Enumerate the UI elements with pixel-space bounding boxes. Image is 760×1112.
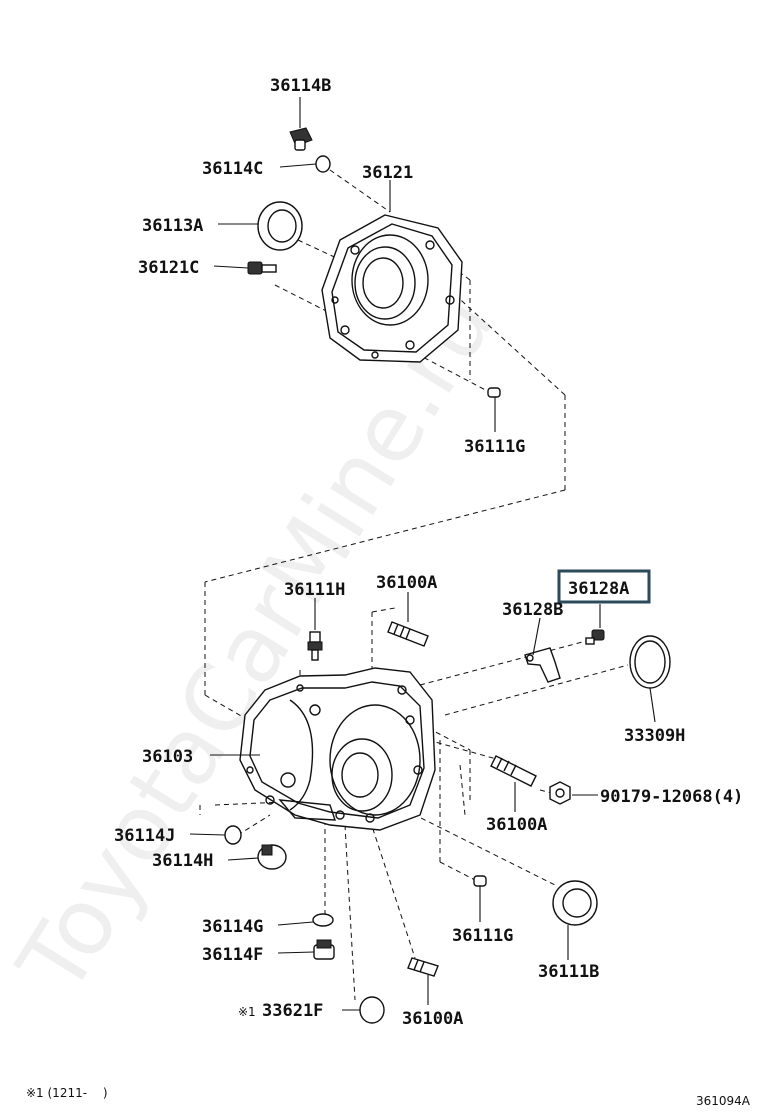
label-36111H[interactable]: 36111H: [284, 580, 345, 600]
label-36128B[interactable]: 36128B: [502, 600, 563, 620]
label-36114G[interactable]: 36114G: [202, 917, 263, 937]
label-36114H[interactable]: 36114H: [152, 851, 213, 871]
label-36114J[interactable]: 36114J: [114, 826, 175, 846]
breather-36111H: [307, 631, 323, 661]
plug-36114H: [257, 844, 287, 870]
washer-36114C: [315, 155, 331, 173]
label-36111G-top[interactable]: 36111G: [464, 437, 525, 457]
leader-lines: [189, 97, 656, 1011]
label-36113A[interactable]: 36113A: [142, 216, 203, 236]
label-36121[interactable]: 36121: [362, 163, 413, 183]
label-33621F[interactable]: 33621F: [262, 1001, 323, 1021]
label-36103[interactable]: 36103: [142, 747, 193, 767]
label-36100A-top[interactable]: 36100A: [376, 573, 437, 593]
plug-36114B: [289, 127, 313, 151]
plug-36114F: [313, 939, 335, 960]
seal-33309H: [629, 635, 671, 689]
nut-90179-12068: [549, 781, 571, 805]
bracket-36128B: [524, 647, 561, 683]
diagram-code: 361094A: [696, 1094, 751, 1108]
highlight-box-36128A: [557, 569, 651, 604]
pin-36111G-top: [487, 387, 501, 398]
washer-36114J: [224, 825, 242, 845]
label-36111B[interactable]: 36111B: [538, 962, 599, 982]
oil-seal-36111B: [552, 880, 598, 926]
footer-note: ※1 (1211- ): [26, 1086, 108, 1100]
label-36114C[interactable]: 36114C: [202, 159, 263, 179]
label-36121C[interactable]: 36121C: [138, 258, 199, 278]
oil-seal-36113A: [257, 201, 303, 251]
transfer-case-36103: [239, 667, 436, 831]
extension-housing-36121: [321, 214, 463, 363]
pin-36111G-bottom: [473, 875, 487, 887]
washer-36114G: [312, 913, 334, 927]
watermark: ToyotaCarMine.ru: [0, 273, 515, 1012]
bolt-36128A: [585, 629, 605, 645]
label-36100A-mid[interactable]: 36100A: [486, 815, 547, 835]
label-36100A-bottom[interactable]: 36100A: [402, 1009, 463, 1029]
bolt-36121C: [247, 261, 277, 275]
stud-36100A-top: [387, 621, 429, 647]
stud-36100A-mid: [490, 755, 537, 787]
label-90179-12068[interactable]: 90179-12068(4): [600, 787, 743, 807]
label-36114F[interactable]: 36114F: [202, 945, 263, 965]
label-36111G-bottom[interactable]: 36111G: [452, 926, 513, 946]
label-33621F-mark: ※1: [238, 1005, 256, 1019]
label-36128A[interactable]: 36128A: [568, 579, 629, 599]
stud-36100A-bottom: [407, 957, 439, 977]
label-36114B[interactable]: 36114B: [270, 76, 331, 96]
o-ring-33621F: [359, 996, 385, 1024]
label-33309H[interactable]: 33309H: [624, 726, 685, 746]
